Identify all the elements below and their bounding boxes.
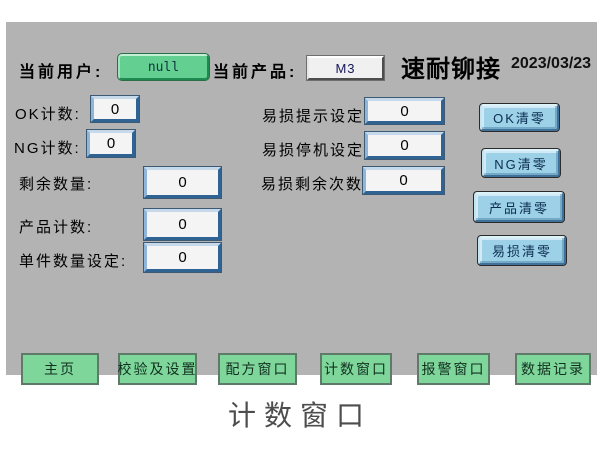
current-user-button[interactable]: null <box>117 53 210 81</box>
nav-home-button[interactable]: 主页 <box>21 353 99 385</box>
nav-calibration-settings-button[interactable]: 校验及设置 <box>118 353 197 385</box>
product-count-label: 产品计数: <box>19 219 94 236</box>
ng-clear-button[interactable]: NG清零 <box>481 148 561 178</box>
wear-warn-setting-field[interactable]: 0 <box>364 97 445 125</box>
wear-warn-setting-label: 易损提示设定: <box>262 108 371 125</box>
ng-count-label: NG计数: <box>14 140 81 157</box>
unit-qty-setting-field[interactable]: 0 <box>143 242 222 273</box>
wear-stop-setting-field[interactable]: 0 <box>364 131 445 160</box>
page-caption: 计数窗口 <box>227 400 372 431</box>
wear-remaining-label: 易损剩余次数: <box>261 176 370 193</box>
nav-recipe-window-button[interactable]: 配方窗口 <box>218 353 297 385</box>
nav-data-record-button[interactable]: 数据记录 <box>515 353 591 385</box>
product-clear-button[interactable]: 产品清零 <box>473 191 565 223</box>
current-product-label: 当前产品: <box>213 64 298 81</box>
brand-title: 速耐铆接 <box>401 56 501 83</box>
ng-count-field: 0 <box>86 129 136 158</box>
product-count-field: 0 <box>143 208 222 241</box>
current-product-field[interactable]: M3 <box>306 55 385 81</box>
wear-remaining-field: 0 <box>362 166 445 195</box>
remaining-qty-label: 剩余数量: <box>19 176 94 193</box>
unit-qty-setting-label: 单件数量设定: <box>19 253 128 270</box>
wear-clear-button[interactable]: 易损清零 <box>477 235 567 266</box>
ok-count-label: OK计数: <box>15 106 81 123</box>
wear-stop-setting-label: 易损停机设定: <box>262 142 371 159</box>
nav-alarm-window-button[interactable]: 报警窗口 <box>417 353 490 385</box>
ok-count-field: 0 <box>90 95 140 123</box>
ok-clear-button[interactable]: OK清零 <box>479 103 560 132</box>
remaining-qty-field: 0 <box>143 166 222 199</box>
nav-count-window-button[interactable]: 计数窗口 <box>320 353 392 385</box>
date-display: 2023/03/23 <box>511 55 592 72</box>
current-user-label: 当前用户: <box>19 64 104 81</box>
hmi-screen-panel: 当前用户: null 当前产品: M3 速耐铆接 2023/03/23 OK计数… <box>6 22 597 385</box>
